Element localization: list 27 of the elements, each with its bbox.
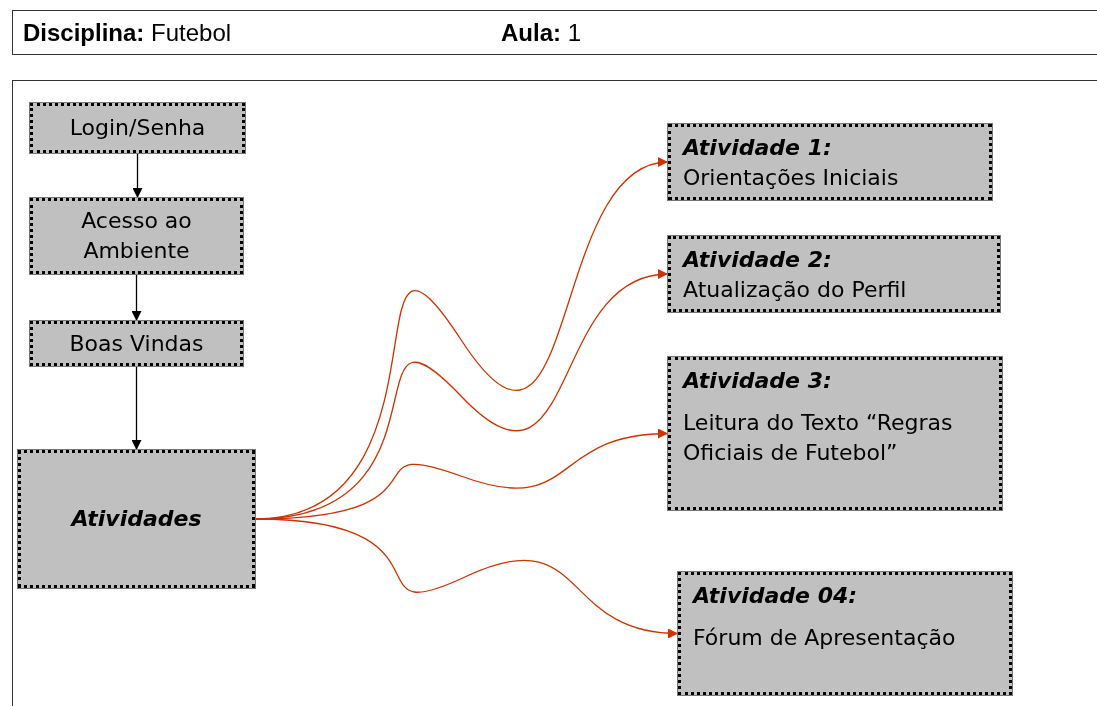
activity-title: Atividade 2: <box>683 246 833 274</box>
activity-box <box>668 124 992 200</box>
box-label: Boas Vindas <box>69 329 204 358</box>
activity-description: Orientações Iniciais <box>683 164 900 192</box>
box-label: Login/Senha <box>69 114 206 142</box>
activity-description: Atualização do Perfil <box>683 276 908 304</box>
activity-description: Leitura do Texto “Regras Oficiais de Futebol” <box>683 409 954 467</box>
header-bar <box>12 10 1097 55</box>
header-field: Disciplina: Futebol <box>23 14 501 51</box>
header-field: Aula: 1 <box>501 14 581 51</box>
activity-title: Atividade 3: <box>683 367 833 395</box>
arrow <box>254 518 679 638</box>
activity-title: Atividade 04: <box>693 582 859 610</box>
activity-title: Atividade 1: <box>683 134 833 162</box>
process-box <box>30 321 243 366</box>
arrow <box>131 273 142 322</box>
arrow <box>131 365 142 451</box>
arrow <box>132 152 143 199</box>
activity-box <box>678 572 1012 695</box>
process-box <box>30 103 245 153</box>
activity-description: Fórum de Apresentação <box>693 624 957 652</box>
box-label: Acesso ao Ambiente <box>80 207 193 265</box>
process-box <box>30 198 243 274</box>
box-label: Atividades <box>71 505 202 533</box>
activity-box <box>668 357 1002 510</box>
process-box <box>18 450 255 588</box>
activity-box <box>668 236 1000 312</box>
